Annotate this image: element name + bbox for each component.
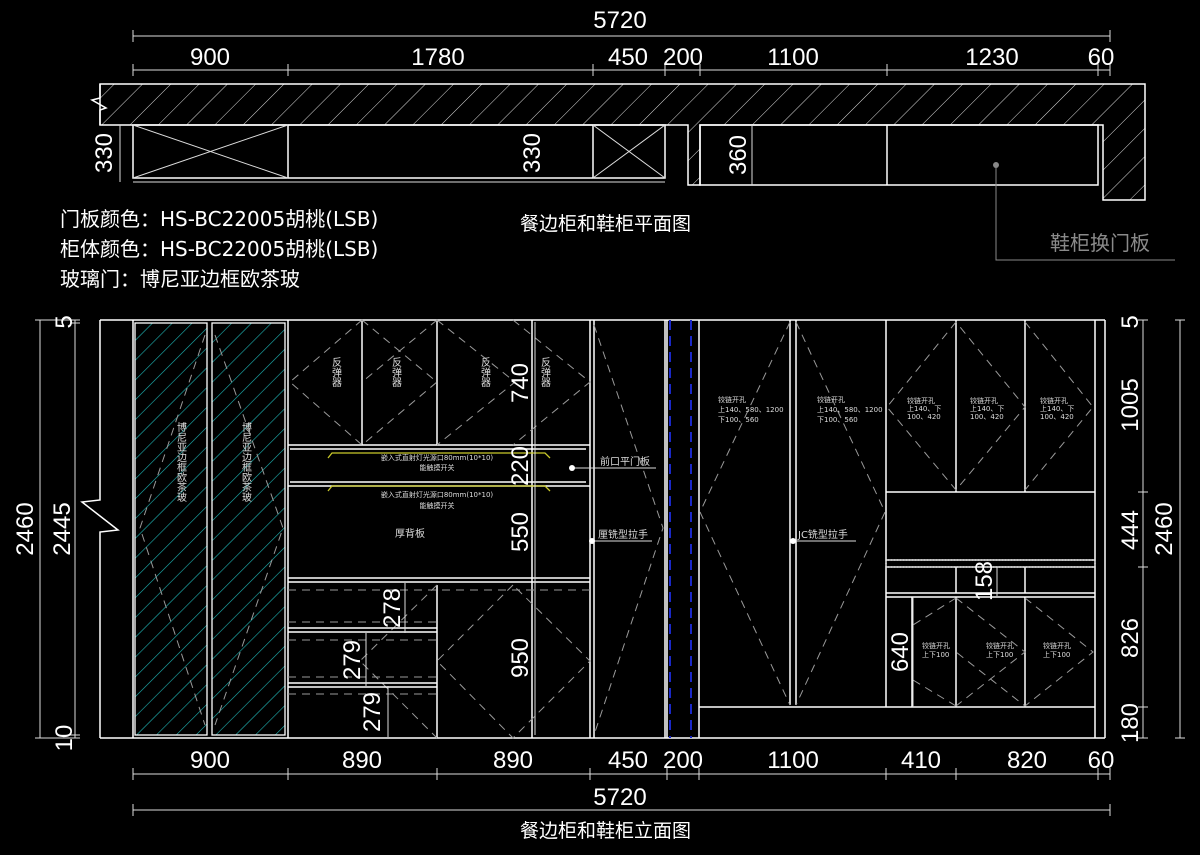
material-notes: 门板颜色：HS-BC22005胡桃(LSB) 柜体颜色：HS-BC22005胡桃…: [60, 207, 378, 291]
elev-seg-8: 820: [1007, 747, 1047, 774]
dim-640: 640: [887, 632, 914, 672]
break-symbol: [90, 84, 108, 125]
svg-text:100、420: 100、420: [907, 413, 941, 421]
plan-total-width: 5720: [593, 7, 646, 34]
handle-label-1: 厘铣型拉手: [598, 528, 648, 541]
dim-278: 278: [379, 588, 406, 628]
elev-total-width: 5720: [593, 784, 646, 811]
elev-seg-6: 1100: [767, 747, 819, 774]
plan-depth-left: 330: [91, 133, 118, 173]
svg-text:铰链开孔: 铰链开孔: [907, 396, 935, 405]
elev-seg-3: 890: [493, 747, 533, 774]
back-panel-label: 厚背板: [395, 527, 425, 540]
svg-text:铰链开孔: 铰链开孔: [1043, 641, 1071, 650]
plan-shoe-cabinet: [699, 124, 1099, 186]
svg-text:博尼亚边框欧茶玻: 博尼亚边框欧茶玻: [240, 421, 252, 503]
elev-seg-5: 200: [663, 747, 703, 774]
glass-door-right: [211, 322, 286, 736]
plan-title: 餐边柜和鞋柜平面图: [520, 213, 691, 235]
plan-seg-1: 900: [190, 44, 230, 71]
svg-text:上下100: 上下100: [986, 650, 1013, 659]
svg-text:铰链开孔: 铰链开孔: [970, 396, 998, 405]
plan-seg-3: 450: [608, 44, 648, 71]
right-dim-1005: 1005: [1117, 378, 1144, 431]
svg-text:上140、下: 上140、下: [970, 404, 1004, 413]
svg-text:上下100: 上下100: [922, 650, 949, 659]
hinge-note-tall-1b: 上140、580、1200: [718, 405, 784, 414]
plan-seg-6: 1230: [965, 44, 1018, 71]
light-note-2b: 能触摸开关: [420, 501, 455, 510]
hinge-notes-upper: 铰链开孔 上140、下 100、420 铰链开孔 上140、下 100、420 …: [907, 396, 1074, 421]
note-glass-door: 玻璃门：博尼亚边框欧茶玻: [60, 267, 300, 291]
rebound-label-3: 反弹器: [479, 357, 491, 388]
plan-seg-7: 60: [1088, 44, 1115, 71]
dim-279a: 279: [339, 640, 366, 680]
svg-text:铰链开孔: 铰链开孔: [922, 641, 950, 650]
elev-seg-9: 60: [1088, 747, 1115, 774]
svg-text:100、420: 100、420: [1040, 413, 1074, 421]
svg-text:铰链开孔: 铰链开孔: [1040, 396, 1068, 405]
glass-door-left: [134, 322, 208, 736]
elev-seg-7: 410: [901, 747, 941, 774]
note-body-color: 柜体颜色：HS-BC22005胡桃(LSB): [60, 237, 378, 261]
svg-text:上140、下: 上140、下: [1040, 404, 1074, 413]
front-flat-door-label: 前口平门板: [600, 455, 650, 468]
svg-text:上140、下: 上140、下: [907, 404, 941, 413]
right-dim-826: 826: [1117, 618, 1144, 658]
dim-158: 158: [971, 561, 998, 601]
light-note-2a: 嵌入式直射灯光源口80mm(10*10): [381, 490, 494, 499]
svg-text:博尼亚边框欧茶玻: 博尼亚边框欧茶玻: [175, 421, 187, 503]
wall-hatch: [99, 83, 1146, 201]
left-dim-5: 5: [51, 315, 78, 328]
note-door-color: 门板颜色：HS-BC22005胡桃(LSB): [60, 207, 378, 231]
hinge-note-tall-2a: 铰链开孔: [817, 395, 845, 404]
hinge-note-tall-2c: 下100、560: [817, 416, 858, 424]
rebound-label-4: 反弹器: [539, 357, 551, 388]
plan-depth-right: 360: [725, 135, 752, 175]
right-dim-5: 5: [1117, 315, 1144, 328]
elevation-view: 博尼亚边框欧茶玻 博尼亚边框欧茶玻 反弹器 反弹器 反弹器 反弹器: [12, 315, 1185, 842]
plan-seg-4: 200: [663, 44, 703, 71]
handle-label-2: JC铣型拉手: [797, 528, 848, 541]
plan-callout: 鞋柜换门板: [1050, 231, 1150, 255]
hinge-note-tall-1a: 铰链开孔: [718, 395, 746, 404]
plan-seg-2: 1780: [411, 44, 464, 71]
hinge-note-tall-1c: 下100、560: [718, 416, 759, 424]
dim-950: 950: [507, 638, 534, 678]
hinge-note-tall-2b: 上140、580、1200: [817, 405, 883, 414]
dim-740: 740: [507, 363, 534, 403]
plan-sideboard: [132, 124, 666, 179]
rebound-label-2: 反弹器: [390, 357, 402, 388]
glass-door-text-right: 博尼亚边框欧茶玻: [240, 421, 252, 503]
light-note-1b: 能触摸开关: [420, 463, 455, 472]
left-dim-10: 10: [51, 725, 78, 752]
elev-seg-2: 890: [342, 747, 382, 774]
glass-door-text-left: 博尼亚边框欧茶玻: [175, 421, 187, 503]
dim-550: 550: [507, 512, 534, 552]
plan-seg-5: 1100: [767, 44, 819, 71]
right-dim-180: 180: [1117, 703, 1144, 743]
plan-depth-mid: 330: [519, 133, 546, 173]
elevation-title: 餐边柜和鞋柜立面图: [520, 820, 691, 842]
plan-view: 5720 900 1780 450 200 1100 1230 60: [90, 7, 1175, 261]
elev-seg-4: 450: [608, 747, 648, 774]
right-dim-444: 444: [1117, 510, 1144, 550]
rebound-label-1: 反弹器: [330, 357, 342, 388]
hinge-notes-lower: 铰链开孔 上下100 铰链开孔 上下100 铰链开孔 上下100: [922, 641, 1071, 659]
dim-220: 220: [507, 446, 534, 486]
dim-279b: 279: [359, 692, 386, 732]
left-dim-2445: 2445: [49, 502, 76, 555]
svg-text:铰链开孔: 铰链开孔: [986, 641, 1014, 650]
svg-text:上下100: 上下100: [1043, 650, 1070, 659]
left-dim-2460: 2460: [12, 502, 39, 555]
elev-seg-1: 900: [190, 747, 230, 774]
svg-text:100、420: 100、420: [970, 413, 1004, 421]
elev-break-symbol: [80, 320, 120, 738]
light-note-1a: 嵌入式直射灯光源口80mm(10*10): [381, 453, 494, 462]
right-dim-2460: 2460: [1151, 502, 1178, 555]
